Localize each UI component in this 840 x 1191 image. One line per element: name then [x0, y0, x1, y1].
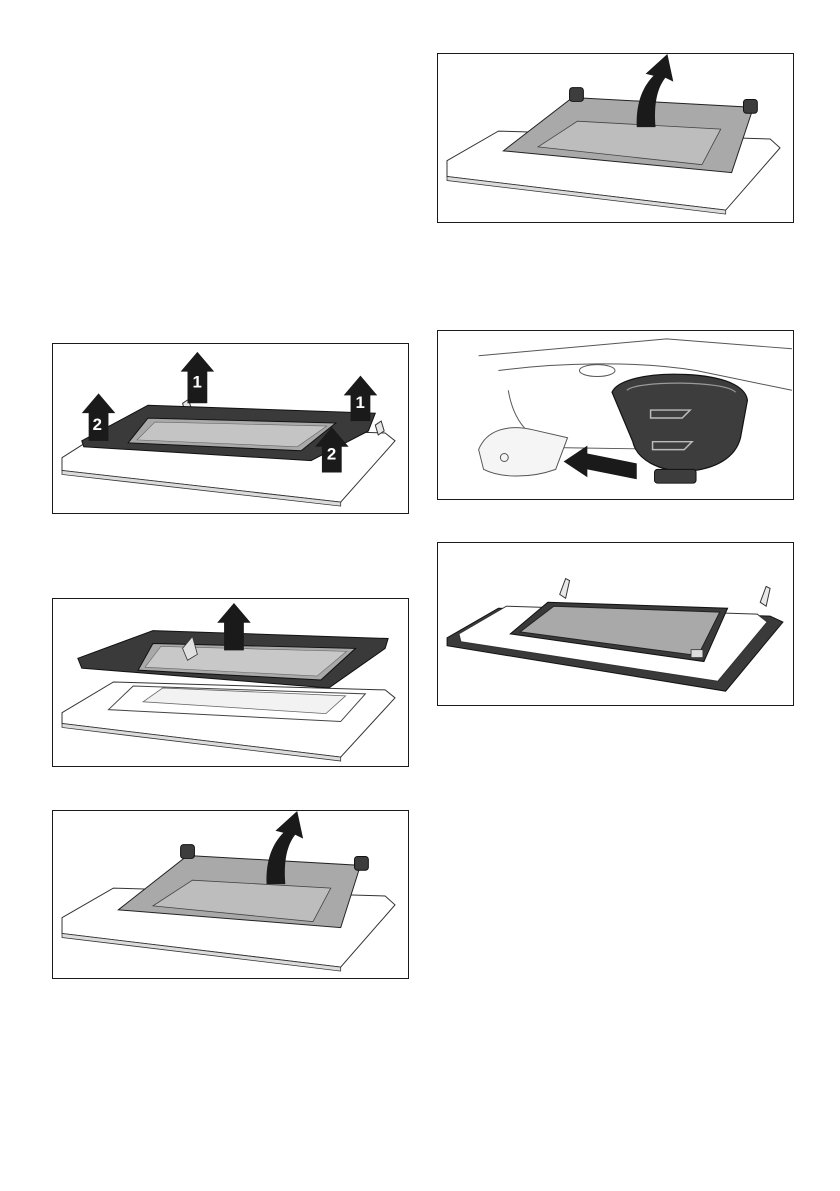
arrow-up-icon-1a: 1 [181, 352, 215, 403]
figure-remove-outer-panel-steps: 1 1 2 2 [52, 343, 409, 514]
step-label: 2 [327, 445, 336, 464]
clip-left-icon [181, 845, 195, 859]
door-illustration [438, 54, 793, 222]
hinge-left [560, 579, 570, 599]
figure-lift-inner-glass [52, 810, 409, 979]
arrow-left-icon [564, 446, 637, 480]
clip-left-icon [570, 88, 584, 102]
hinge-hole [579, 365, 615, 377]
figure-lift-outer-panel [52, 598, 409, 767]
figure-lift-inner-glass-2 [437, 53, 794, 223]
clip-icon [612, 374, 747, 471]
hinge-mount [691, 650, 703, 658]
figure-door-with-seal [437, 542, 794, 706]
hinge-right [760, 586, 770, 606]
hinge-plate [479, 428, 568, 476]
door-edge-line [479, 339, 792, 356]
clip-detail-illustration [438, 331, 793, 499]
door-illustration [438, 543, 793, 705]
step-label: 1 [356, 393, 365, 412]
step-label: 1 [192, 372, 201, 391]
figure-clip-detail [437, 330, 794, 500]
step-label: 2 [93, 415, 102, 434]
clip-right-icon [355, 856, 369, 870]
door-illustration [53, 599, 408, 766]
clip-right-icon [743, 99, 757, 113]
clip-foot [655, 469, 697, 483]
door-illustration: 1 1 2 2 [53, 344, 408, 513]
door-illustration [53, 811, 408, 978]
